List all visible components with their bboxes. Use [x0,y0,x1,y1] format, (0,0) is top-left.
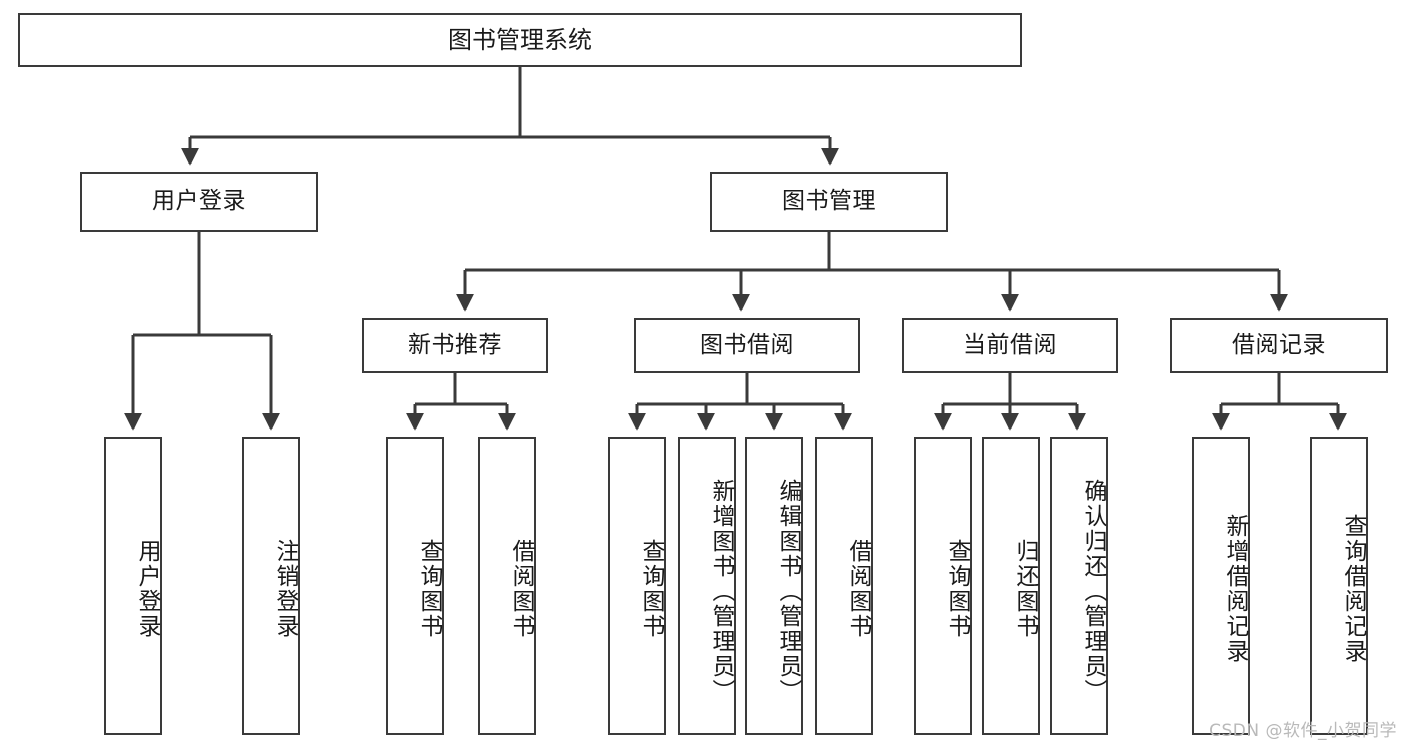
node-user-login[interactable]: 用户登录 [80,172,318,232]
node-current-borrow-label: 当前借阅 [963,331,1057,358]
node-root-label: 图书管理系统 [448,25,592,54]
leaf-return-book[interactable]: 归还图书 [982,437,1040,735]
leaf-add-record[interactable]: 新增借阅记录 [1192,437,1250,735]
leaf-user-login-label: 用户登录 [134,539,160,639]
leaf-edit-book[interactable]: 编辑图书（管理员） [745,437,803,735]
leaf-borrow-book-a-label: 借阅图书 [508,539,534,639]
node-new-book-recommend-label: 新书推荐 [408,331,502,358]
leaf-borrow-book-a[interactable]: 借阅图书 [478,437,536,735]
node-borrow-record-label: 借阅记录 [1232,331,1326,358]
leaf-edit-book-label: 编辑图书（管理员） [775,478,801,704]
leaf-query-book-b-label: 查询图书 [638,539,664,639]
leaf-add-book-label: 新增图书（管理员） [708,478,734,704]
node-user-login-label: 用户登录 [152,188,246,215]
node-book-borrow[interactable]: 图书借阅 [634,318,860,373]
leaf-query-record[interactable]: 查询借阅记录 [1310,437,1368,735]
node-book-borrow-label: 图书借阅 [700,331,794,358]
leaf-query-book-c-label: 查询图书 [944,539,970,639]
leaf-confirm-return-label: 确认归还（管理员） [1080,478,1106,704]
leaf-logout-label: 注销登录 [272,539,298,639]
leaf-query-book-c[interactable]: 查询图书 [914,437,972,735]
leaf-query-book-b[interactable]: 查询图书 [608,437,666,735]
csdn-watermark: CSDN @软件_小贺同学 [1209,721,1397,741]
node-book-manage[interactable]: 图书管理 [710,172,948,232]
leaf-borrow-book-b[interactable]: 借阅图书 [815,437,873,735]
leaf-query-book-a-label: 查询图书 [416,539,442,639]
node-current-borrow[interactable]: 当前借阅 [902,318,1118,373]
leaf-query-book-a[interactable]: 查询图书 [386,437,444,735]
leaf-confirm-return[interactable]: 确认归还（管理员） [1050,437,1108,735]
leaf-add-book[interactable]: 新增图书（管理员） [678,437,736,735]
leaf-add-record-label: 新增借阅记录 [1222,514,1248,664]
leaf-query-record-label: 查询借阅记录 [1340,514,1366,664]
leaf-return-book-label: 归还图书 [1012,539,1038,639]
node-root[interactable]: 图书管理系统 [18,13,1022,67]
leaf-logout[interactable]: 注销登录 [242,437,300,735]
leaf-user-login[interactable]: 用户登录 [104,437,162,735]
leaf-borrow-book-b-label: 借阅图书 [845,539,871,639]
node-new-book-recommend[interactable]: 新书推荐 [362,318,548,373]
node-book-manage-label: 图书管理 [782,188,876,215]
node-borrow-record[interactable]: 借阅记录 [1170,318,1388,373]
